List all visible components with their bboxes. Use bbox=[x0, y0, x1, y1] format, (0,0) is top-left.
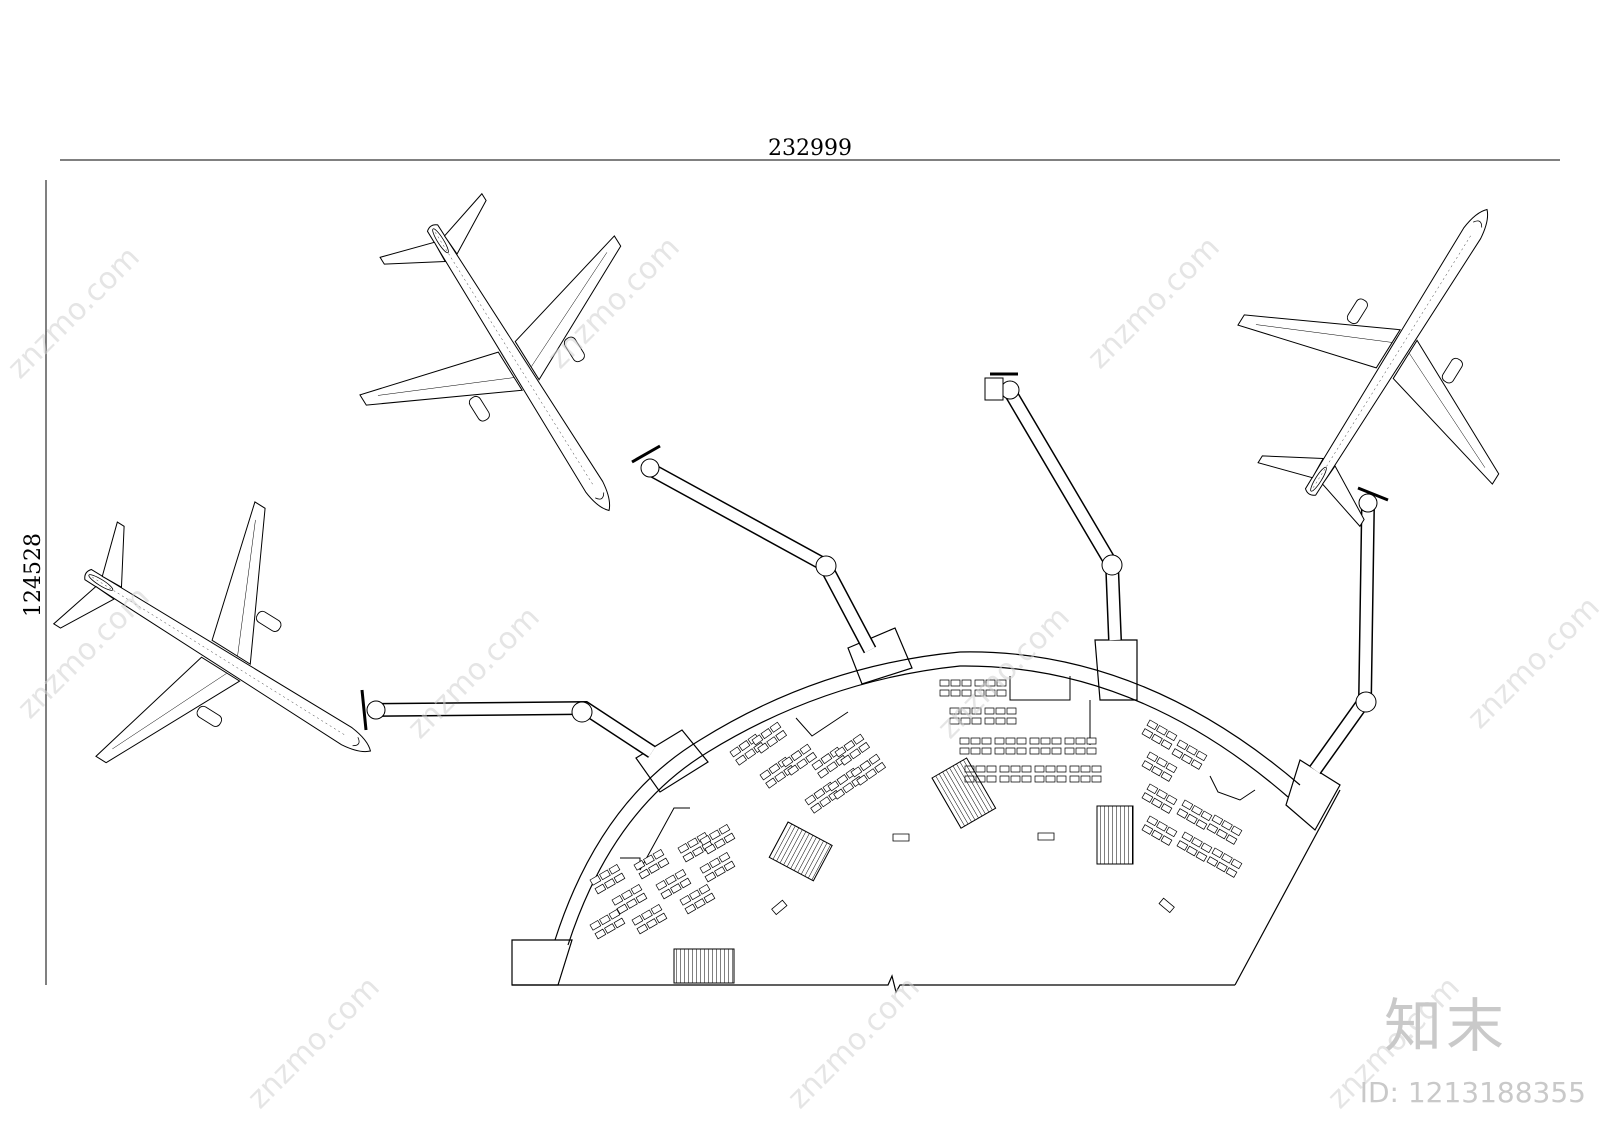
escalator-3 bbox=[1097, 806, 1133, 864]
aircraft-2 bbox=[303, 145, 737, 591]
svg-text:znzmo.com: znzmo.com bbox=[781, 970, 927, 1116]
seating-area-left bbox=[589, 824, 736, 940]
escalator-2 bbox=[932, 758, 996, 828]
holdroom-partitions bbox=[620, 676, 1255, 870]
height-dimension-label: 124528 bbox=[21, 533, 46, 617]
svg-text:znzmo.com: znzmo.com bbox=[401, 600, 547, 746]
svg-text:znzmo.com: znzmo.com bbox=[1, 240, 147, 386]
jet-bridge-1 bbox=[362, 690, 652, 752]
horizontal-dimension: 232999 bbox=[60, 136, 1560, 161]
seating-area-center-left bbox=[729, 721, 886, 814]
terminal-building bbox=[512, 628, 1340, 992]
svg-text:znzmo.com: znzmo.com bbox=[1081, 230, 1227, 376]
watermark-brand: 知末 bbox=[1383, 992, 1508, 1060]
jet-bridge-2 bbox=[632, 446, 870, 650]
escalator-1 bbox=[769, 822, 832, 881]
drawing-id-label: ID: 1213188355 bbox=[1359, 1076, 1586, 1109]
jet-bridge-3 bbox=[985, 374, 1122, 640]
service-kiosks bbox=[772, 833, 1175, 915]
jet-bridge-4 bbox=[1315, 488, 1388, 770]
aircraft-3 bbox=[1181, 129, 1600, 575]
svg-text:znzmo.com: znzmo.com bbox=[1461, 590, 1600, 736]
seating-area-right bbox=[1141, 719, 1243, 878]
escalator-4 bbox=[674, 949, 734, 983]
svg-text:znzmo.com: znzmo.com bbox=[241, 970, 387, 1116]
width-dimension-label: 232999 bbox=[768, 136, 852, 161]
vertical-dimension: 124528 bbox=[21, 180, 46, 985]
